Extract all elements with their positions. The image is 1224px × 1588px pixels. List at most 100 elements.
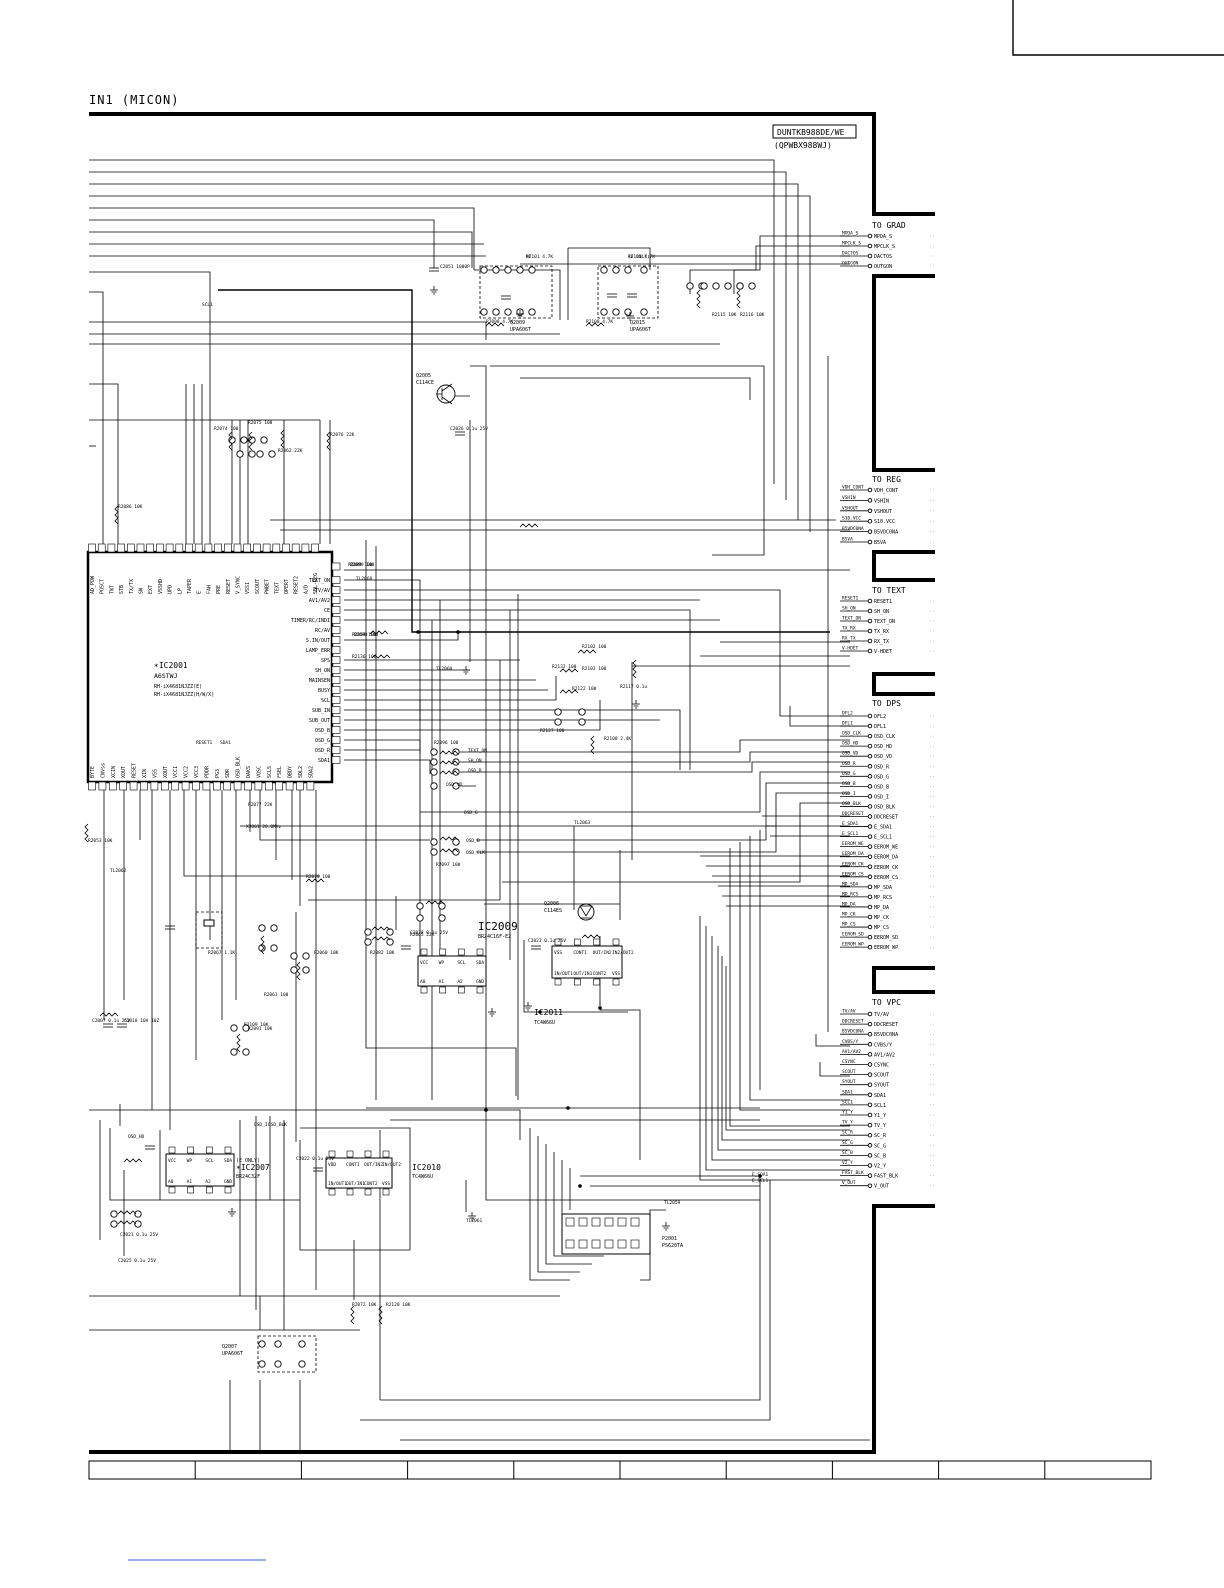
connector-signal-wire-label: SC_R bbox=[842, 1130, 853, 1136]
connector-signal-wire-label: V_OUT bbox=[842, 1180, 856, 1186]
connector-signal: V-HDET bbox=[874, 649, 892, 655]
connector-labels: TO GRADMPDA_SMPDA_SMPCLK_SMPCLK_SDACTOSD… bbox=[842, 221, 906, 1190]
ic2001-note1: RH-iX4681NJZZ(E) bbox=[154, 684, 202, 690]
part-label: TL2062 bbox=[110, 868, 127, 874]
connector-signal-wire-label: DDCRESET bbox=[842, 811, 864, 817]
connector-signal: EEROM_WP bbox=[874, 945, 898, 951]
connector-signal-wire-label: SH_ON bbox=[842, 606, 856, 612]
connector-signal-wire-label: B5VA bbox=[842, 537, 853, 543]
connector-signal: MP_CK bbox=[874, 915, 889, 921]
ic2001-bottom-pin: VCC1 bbox=[173, 766, 179, 778]
q2005-ref: Q2005 bbox=[416, 373, 431, 379]
ic-pin-label: OUT/IN2 bbox=[364, 1162, 383, 1168]
connector-signal: TV/AV bbox=[874, 1012, 889, 1018]
connector-signal: DDCRESET bbox=[874, 815, 898, 821]
connector-signal: MPCLK_S bbox=[874, 244, 895, 250]
frame-right-4 bbox=[872, 966, 935, 994]
ic-pin-label: IN/OUT2 bbox=[382, 1162, 401, 1168]
ic2001-top-pin: RESET2 bbox=[294, 576, 300, 594]
part-label: R2053 10K bbox=[88, 838, 113, 844]
sheet-title: IN1 (MICON) bbox=[89, 93, 179, 107]
part-label: SH_ON bbox=[468, 758, 482, 764]
ic2001-bottom-pin: SDA2 bbox=[308, 766, 314, 778]
connector-signal: SDA1 bbox=[874, 1093, 886, 1099]
connector-signal: CSYNC bbox=[874, 1063, 889, 1069]
ic-pin-label: VSS bbox=[612, 971, 620, 977]
ic-pin-label: SDA bbox=[476, 960, 484, 966]
connector-signal-wire-label: OSD_VD bbox=[842, 751, 859, 757]
part-label: OSD_B bbox=[466, 838, 480, 844]
frame-bottom bbox=[89, 1204, 935, 1454]
connector-signal: E_SCL1 bbox=[874, 835, 892, 841]
part-label: R2065 22K bbox=[410, 932, 435, 938]
ic2001-pin-label: S.IN/OUT bbox=[306, 638, 330, 644]
ic2001-bottom-pin: XCIN bbox=[111, 766, 117, 778]
ic2001-pin-label: SDA1 bbox=[318, 758, 330, 764]
ic2001-top-pin: TNT bbox=[109, 585, 115, 594]
connector-signal-wire-label: TV/AV bbox=[842, 1009, 856, 1015]
q2009-part: UPA606T bbox=[510, 327, 531, 333]
part-label: R2108 2.4K bbox=[604, 736, 631, 742]
part-label: R2116 10K bbox=[740, 312, 765, 318]
part-label: R2076 22K bbox=[330, 432, 355, 438]
q2015-part: UPA606T bbox=[630, 327, 651, 333]
connector-signal: MP_RCS bbox=[874, 895, 892, 901]
connector-label-4: TO VPC bbox=[872, 998, 901, 1007]
part-label: TL2059 bbox=[664, 1200, 681, 1206]
q2005-part: C114CE bbox=[416, 380, 434, 386]
ic-pin-label: VCC bbox=[420, 960, 428, 966]
connector-signal: VSHIN bbox=[874, 498, 889, 504]
connector-signal-wire-label: SCL1 bbox=[842, 1099, 853, 1105]
connector-signal-wire-label: SYOUT bbox=[842, 1079, 856, 1085]
connector-signal-wire-label: AV1/AV2 bbox=[842, 1049, 861, 1055]
ic2001-part: A6STWJ bbox=[154, 672, 178, 680]
connector-signal-wire-label: MP_CS bbox=[842, 922, 856, 928]
part-label: (E ONLY) bbox=[628, 254, 650, 260]
connector-signal: V2_Y bbox=[874, 1164, 886, 1170]
part-label: R2136 100 bbox=[352, 654, 377, 660]
part-label: C2018 10V 10Z bbox=[124, 1018, 160, 1024]
connector-signal: EEROM_CS bbox=[874, 875, 898, 881]
ic-pin-label: VCC bbox=[168, 1158, 176, 1164]
ic2001-pin-label: LAMP_ERR bbox=[306, 648, 331, 654]
connector-signal: Y1_Y bbox=[874, 1113, 886, 1119]
part-label: R2067 1.1K bbox=[208, 950, 235, 956]
ic-pin-label: WP bbox=[439, 960, 445, 966]
ic-pin-label: GND bbox=[476, 979, 484, 985]
frame-top bbox=[89, 112, 935, 216]
connector-signal: B5VDC0NA bbox=[874, 1032, 898, 1038]
part-label: R2102 100 bbox=[582, 644, 607, 650]
connector-signal-wire-label: TEXT_ON bbox=[842, 616, 861, 622]
ic2001-top-pin: POSCT bbox=[100, 579, 106, 594]
connector-signal-wire-label: CVBS/Y bbox=[842, 1039, 859, 1045]
ic2001-bottom-pin: VOSC bbox=[256, 766, 262, 778]
ic2009-body bbox=[417, 955, 487, 987]
ic-pin-label: A1 bbox=[439, 979, 445, 985]
connector-signal-wire-label: MPCLK_S bbox=[842, 241, 861, 247]
connector-signal: SH_ON bbox=[874, 609, 889, 615]
model-number: DUNTKB988DE/WE bbox=[777, 128, 845, 137]
part-label: R2093 100 bbox=[354, 632, 379, 638]
part-label: R2097 100 bbox=[436, 862, 461, 868]
connector-signal-wire-label: SDA1 bbox=[842, 1089, 853, 1095]
connector-signal-wire-label: OSD_HD bbox=[842, 741, 859, 747]
part-label: R2103 100 bbox=[582, 666, 607, 672]
ic2007-ref: ∗IC2007 bbox=[236, 1163, 270, 1172]
part-label: C2007 0.1u 25V bbox=[92, 1018, 130, 1024]
ic-pin-label: OUT/IN2 bbox=[593, 950, 612, 956]
connector-signal-wire-label: V2_Y bbox=[842, 1160, 853, 1166]
part-label: C2021 0.1u 25V bbox=[120, 1232, 158, 1238]
q2006-ref: Q2006 bbox=[544, 901, 559, 907]
connector-signal: S10.VCC bbox=[874, 519, 895, 525]
connector-signal-wire-label: EEROM_CS bbox=[842, 871, 864, 877]
q2006-part: C114ES bbox=[544, 908, 562, 914]
ic2001-top-pin: RESET bbox=[226, 579, 232, 594]
connector-signal-wire-label: RESET1 bbox=[842, 596, 859, 602]
part-label: TL2061 bbox=[466, 1218, 483, 1224]
part-label: R2074 100 bbox=[214, 426, 239, 432]
connector-signal: TV_Y bbox=[874, 1123, 886, 1129]
ic2001-top-pin: EXT bbox=[148, 585, 154, 594]
connector-signal: SYOUT bbox=[874, 1083, 889, 1089]
